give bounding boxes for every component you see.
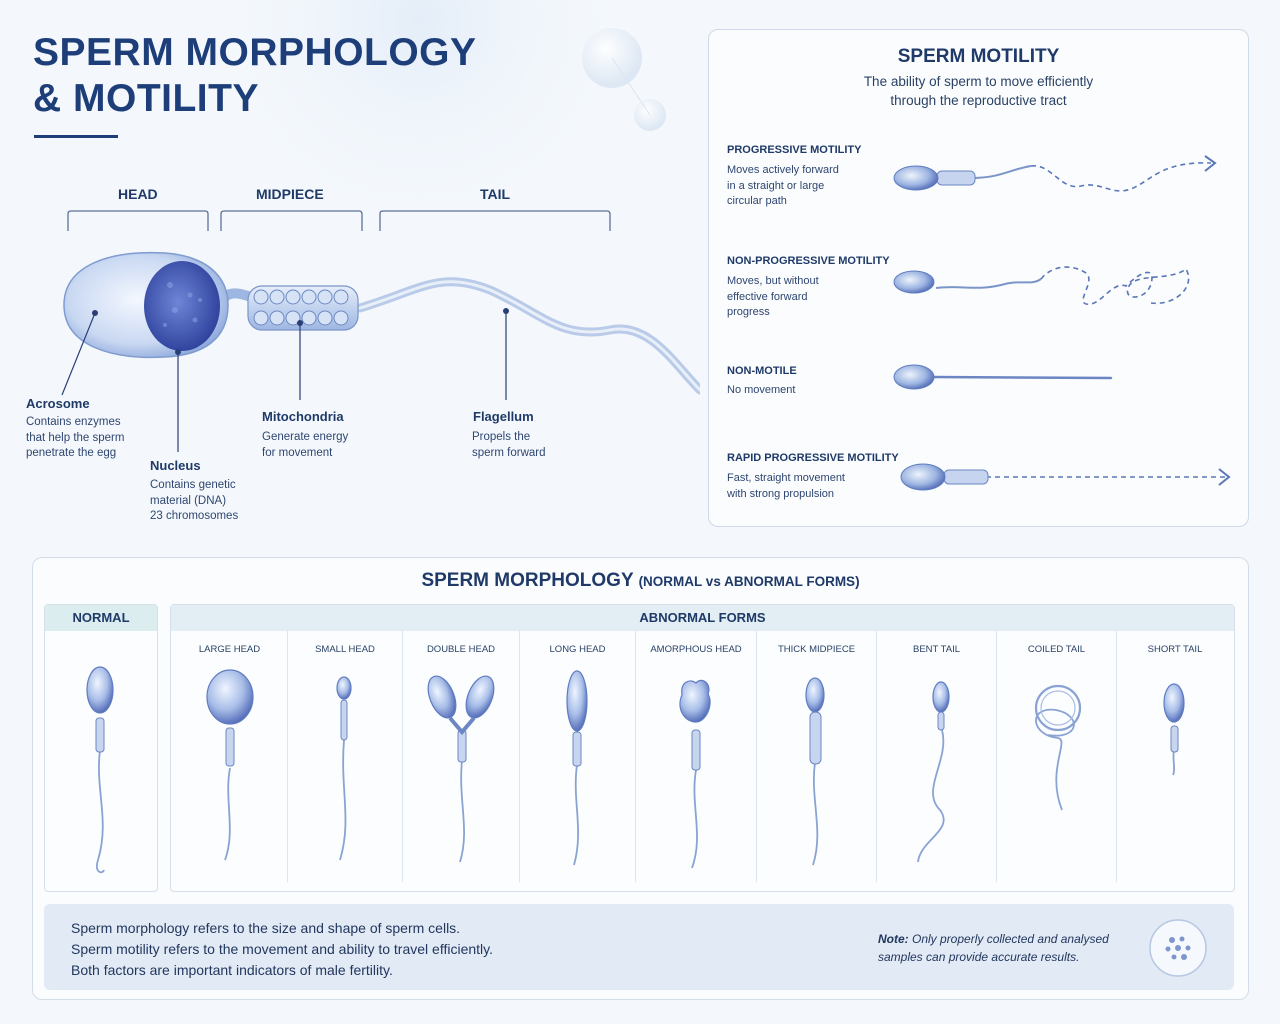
rapid-progressive-title: RAPID PROGRESSIVE MOTILITY (727, 452, 899, 464)
normal-head (86, 666, 114, 714)
column-divider (635, 630, 636, 882)
nucleus-shape (144, 261, 220, 351)
motility-illustrations (893, 155, 1231, 491)
motility-title: SPERM MOTILITY (897, 46, 1060, 67)
title-underline (34, 135, 118, 138)
summary-line-1: Sperm morphology refers to the size and … (71, 920, 461, 936)
acrosome-pointer (61, 312, 96, 396)
normal-midpiece (95, 717, 105, 753)
non-motile-title: NON-MOTILE (727, 365, 797, 377)
progressive-desc: Moves actively forward in a straight or … (727, 164, 839, 207)
long-head-label: LONG HEAD (549, 644, 606, 655)
non-motile-desc: No movement (727, 384, 796, 396)
non-motile-sperm-illustration (893, 364, 1113, 390)
abnormal-forms-header: ABNORMAL FORMS (171, 605, 1234, 631)
page-title-line1: SPERM MORPHOLOGY (33, 31, 477, 74)
nucleus-title: Nucleus (150, 458, 201, 473)
morphology-title-main: SPERM MORPHOLOGY (421, 570, 634, 591)
note-line-2: samples can provide accurate results. (878, 950, 1080, 964)
progressive-sperm-illustration (893, 155, 1217, 192)
column-divider (519, 630, 520, 882)
column-divider (1116, 630, 1117, 882)
rapid-progressive-desc: Fast, straight movement with strong prop… (727, 472, 845, 500)
column-divider (876, 630, 877, 882)
page-title: SPERM MORPHOLOGY & MOTILITY (33, 30, 477, 122)
small-head-label: SMALL HEAD (315, 644, 375, 655)
segment-head-label: HEAD (118, 186, 158, 202)
mitochondria-title: Mitochondria (262, 409, 344, 424)
page-title-line2: & MOTILITY (33, 77, 259, 120)
summary-box: Sperm morphology refers to the size and … (44, 904, 1234, 990)
non-progressive-title: NON-PROGRESSIVE MOTILITY (727, 255, 890, 267)
morphology-title-suffix: (NORMAL vs ABNORMAL FORMS) (638, 574, 860, 589)
bracket-head (67, 210, 209, 231)
morphology-illustrations (86, 666, 1185, 874)
segment-midpiece-label: MIDPIECE (256, 186, 324, 202)
normal-column: NORMAL (44, 604, 158, 892)
coiled-tail-label: COILED TAIL (1027, 644, 1086, 655)
acrosome-desc: Contains enzymes that help the sperm pen… (26, 416, 125, 459)
bracket-midpiece (220, 210, 363, 231)
microscope-sample-icon (1149, 919, 1207, 977)
short-tail-label: SHORT TAIL (1147, 644, 1203, 655)
acrosome-title: Acrosome (26, 396, 90, 411)
note-line-1: Only properly collected and analysed (908, 932, 1109, 946)
bent-tail-label: BENT TAIL (913, 644, 960, 655)
morphology-title: SPERM MORPHOLOGY (NORMAL vs ABNORMAL FOR… (33, 570, 1248, 592)
bracket-tail (379, 210, 611, 231)
nucleus-desc: Contains genetic material (DNA) 23 chrom… (150, 479, 239, 522)
column-divider (756, 630, 757, 882)
flagellum-title: Flagellum (473, 409, 534, 424)
rapid-progressive-sperm-illustration (900, 463, 1231, 491)
normal-column-header: NORMAL (45, 605, 157, 631)
summary-line-3: Both factors are important indicators of… (71, 962, 393, 978)
amorphous-head-label: AMORPHOUS HEAD (650, 644, 742, 655)
motility-panel: SPERM MOTILITY The ability of sperm to m… (708, 29, 1249, 527)
note-label: Note: (878, 932, 909, 946)
flagellum-desc: Propels the sperm forward (472, 431, 546, 459)
non-progressive-desc: Moves, but without effective forward pro… (727, 275, 819, 318)
mitochondria-desc: Generate energy for movement (262, 431, 349, 459)
motility-subtitle: The ability of sperm to move efficiently… (863, 74, 1094, 108)
summary-line-2: Sperm motility refers to the movement an… (71, 941, 493, 957)
non-progressive-sperm-illustration (893, 266, 1190, 305)
abnormal-forms-column: ABNORMAL FORMS (170, 604, 1235, 892)
sperm-tail-shape (355, 277, 700, 395)
segment-tail-label: TAIL (480, 186, 511, 202)
sperm-anatomy-diagram (61, 210, 700, 452)
large-head-label: LARGE HEAD (198, 644, 261, 655)
double-head-label: DOUBLE HEAD (426, 644, 496, 655)
column-divider (996, 630, 997, 882)
column-divider (402, 630, 403, 882)
note-text: Note: Only properly collected and analys… (878, 930, 1109, 966)
column-divider (287, 630, 288, 882)
thick-midpiece-label: THICK MIDPIECE (777, 644, 856, 655)
progressive-title: PROGRESSIVE MOTILITY (727, 144, 862, 156)
